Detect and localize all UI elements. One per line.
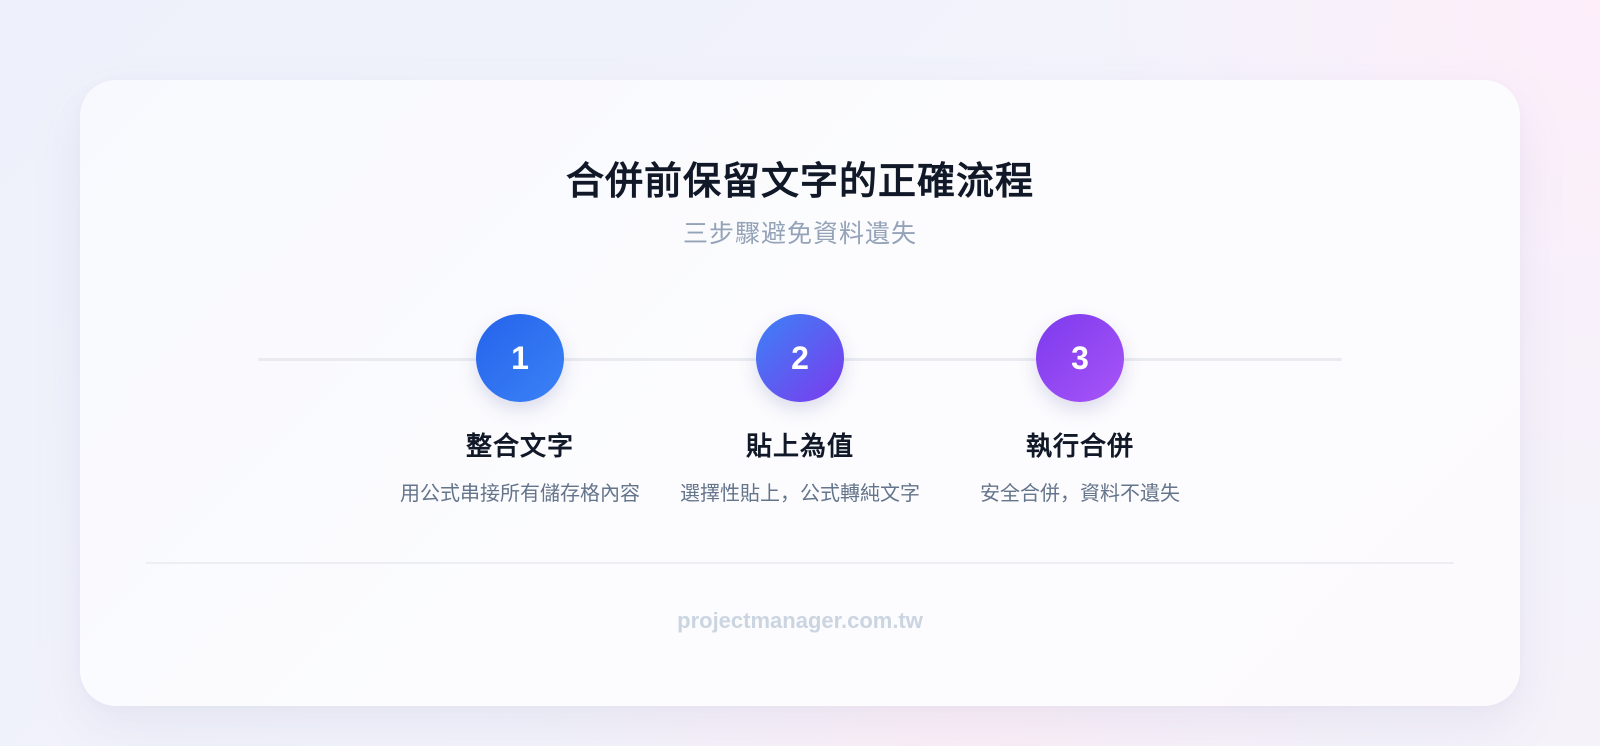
footer-site-label: projectmanager.com.tw bbox=[677, 608, 923, 633]
step-number-badge: 3 bbox=[1036, 314, 1124, 402]
page-title: 合併前保留文字的正確流程 bbox=[565, 159, 1034, 203]
step-description: 用公式串接所有儲存格內容 bbox=[400, 481, 640, 505]
step-number: 3 bbox=[1071, 339, 1089, 376]
step-3: 3 執行合併 安全合併，資料不遺失 bbox=[940, 314, 1220, 506]
step-title: 整合文字 bbox=[465, 432, 574, 462]
step-number-badge: 1 bbox=[476, 314, 564, 402]
footer-divider bbox=[146, 562, 1454, 564]
step-description: 安全合併，資料不遺失 bbox=[980, 481, 1180, 505]
step-2: 2 貼上為值 選擇性貼上，公式轉純文字 bbox=[660, 314, 940, 506]
step-number-badge: 2 bbox=[756, 314, 844, 402]
step-title: 貼上為值 bbox=[745, 432, 854, 462]
step-title: 執行合併 bbox=[1025, 432, 1134, 462]
step-description: 選擇性貼上，公式轉純文字 bbox=[680, 481, 920, 505]
step-number: 1 bbox=[511, 339, 529, 376]
step-1: 1 整合文字 用公式串接所有儲存格內容 bbox=[380, 314, 660, 506]
page-subtitle: 三步驟避免資料遺失 bbox=[682, 219, 917, 248]
process-card: 合併前保留文字的正確流程 三步驟避免資料遺失 1 整合文字 用公式串接所有儲存格… bbox=[80, 80, 1520, 706]
step-number: 2 bbox=[791, 339, 809, 376]
